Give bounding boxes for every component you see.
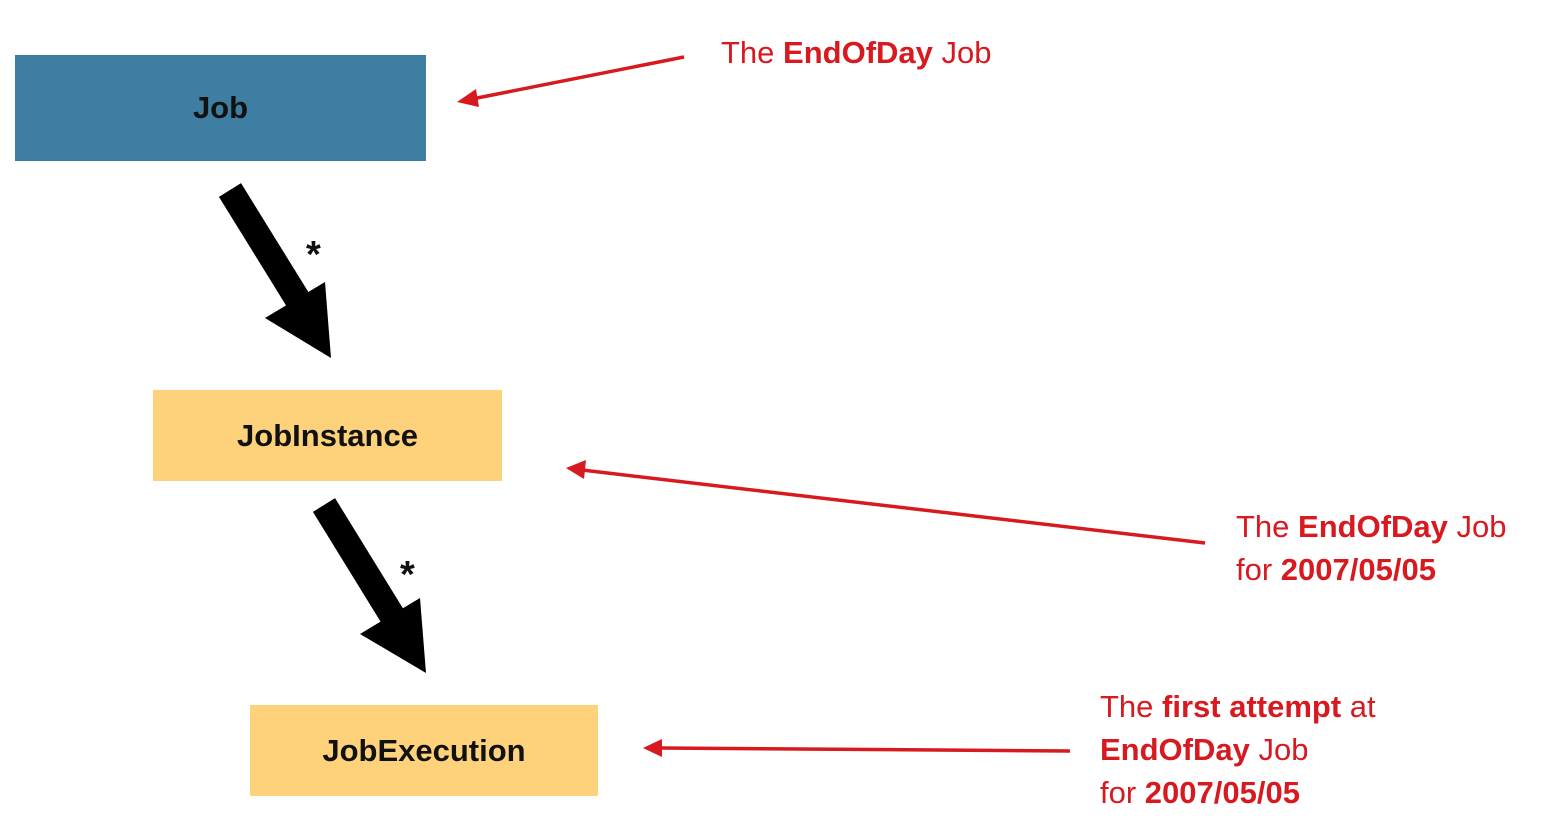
note-bold-text: first attempt xyxy=(1162,689,1342,724)
job-box: Job xyxy=(15,55,426,161)
note-text: The xyxy=(1236,509,1299,544)
note-bold-text: EndOfDay xyxy=(783,35,933,70)
note-text: Job xyxy=(932,35,992,70)
note-line: The EndOfDay Job xyxy=(1236,505,1507,548)
note-bold-text: EndOfDay xyxy=(1298,509,1448,544)
note-job: The EndOfDay Job xyxy=(721,31,992,74)
multiplicity-star: * xyxy=(306,234,321,276)
note-bold-text: 2007/05/05 xyxy=(1144,775,1300,810)
note-text: for xyxy=(1236,552,1281,587)
note-job-execution: The first attempt at EndOfDay Job for 20… xyxy=(1100,685,1376,814)
note-bold-text: 2007/05/05 xyxy=(1280,552,1436,587)
annotation-arrow-execution xyxy=(643,739,1071,757)
composition-arrow-instance-to-execution xyxy=(312,498,426,673)
note-line: EndOfDay Job xyxy=(1100,728,1376,771)
note-text: at xyxy=(1341,689,1376,724)
annotation-arrow-job xyxy=(457,55,685,107)
note-text: Job xyxy=(1249,732,1309,767)
job-box-label: Job xyxy=(192,90,249,125)
note-text: Job xyxy=(1447,509,1507,544)
note-job-instance: The EndOfDay Job for 2007/05/05 xyxy=(1236,505,1507,591)
job-instance-box-label: JobInstance xyxy=(237,417,418,453)
note-text: The xyxy=(721,35,784,70)
note-line: for 2007/05/05 xyxy=(1100,771,1376,814)
job-execution-box-label: JobExecution xyxy=(322,732,526,768)
composition-arrow-job-to-instance xyxy=(218,183,331,358)
annotation-arrow-instance xyxy=(566,460,1206,545)
note-text: for xyxy=(1100,775,1145,810)
note-text: The xyxy=(1100,689,1163,724)
job-execution-box: JobExecution xyxy=(250,705,598,796)
job-instance-box: JobInstance xyxy=(153,390,502,481)
note-bold-text: EndOfDay xyxy=(1100,732,1250,767)
multiplicity-star: * xyxy=(400,554,415,596)
note-line: The first attempt at xyxy=(1100,685,1376,728)
note-line: for 2007/05/05 xyxy=(1236,548,1507,591)
